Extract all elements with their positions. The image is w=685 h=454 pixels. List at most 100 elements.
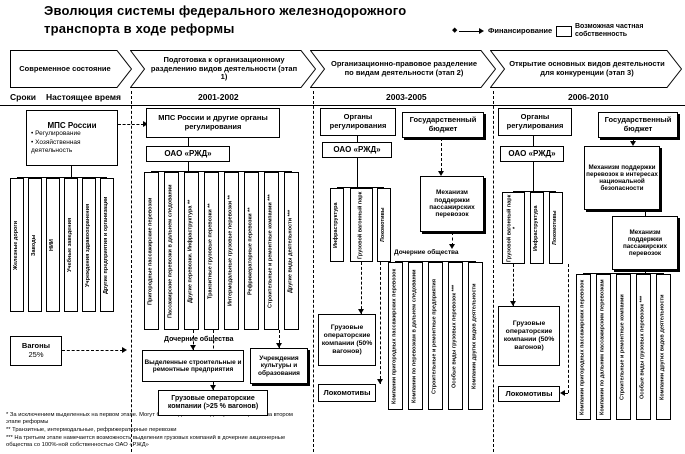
arrow-down-icon bbox=[449, 244, 455, 249]
connector-line bbox=[188, 162, 189, 171]
period-2006-2010: 2006-2010 bbox=[568, 92, 609, 102]
c3-vbox-special-freight: Особые виды грузовых перевозок *** bbox=[448, 262, 463, 410]
c2-vbox-other-activities: Другие виды деятельности *** bbox=[284, 172, 299, 330]
connector-dashed bbox=[645, 270, 646, 273]
period-2003-2005: 2003-2005 bbox=[386, 92, 427, 102]
connector-dashed bbox=[564, 393, 568, 394]
stage-banner-4: Открытие основных видов деятельности для… bbox=[490, 50, 682, 88]
connector-dashed bbox=[645, 210, 646, 216]
c4-box-locomotives: Локомотивы bbox=[498, 386, 560, 402]
connector-line bbox=[151, 171, 292, 172]
c2-vbox-transit-freight: Транзитные грузовые перевозки ** bbox=[204, 172, 219, 330]
stage-1-label: Современное состояние bbox=[19, 63, 111, 73]
column-separator bbox=[493, 91, 494, 452]
c3-box-state-budget: Государственный бюджет bbox=[402, 112, 484, 138]
c2-vbox-longdistance-passenger: Пассажирские перевозки в дальнем следова… bbox=[164, 172, 179, 330]
connector-line bbox=[533, 136, 534, 146]
diamond-icon: ◆ bbox=[452, 27, 458, 34]
c1-vbox-other-enterprises: Другие предприятия и организации bbox=[100, 178, 114, 312]
column-separator bbox=[313, 91, 314, 452]
page-title: Эволюция системы федерального железнодор… bbox=[44, 3, 407, 37]
c2-box-regulator: МПС России и другие органы регулирования bbox=[146, 108, 280, 138]
stage-arrow-shape bbox=[490, 50, 682, 88]
c4-vbox-special-freight: Особые виды грузовых перевозок *** bbox=[636, 274, 651, 420]
arrow-down-icon bbox=[190, 345, 196, 350]
c3-subsidiaries-label: Дочерние общества bbox=[394, 249, 459, 256]
wagons-value: 25% bbox=[28, 350, 44, 359]
footnote-3: *** На третьем этапе намечается возможно… bbox=[6, 434, 286, 448]
legend-private-label: Возможная частная собственность bbox=[575, 23, 644, 39]
arrow-down-icon bbox=[630, 141, 636, 146]
stage-banner-3: Организационно-правовое разделение по ви… bbox=[310, 50, 496, 88]
connector-line bbox=[188, 138, 189, 146]
connector-line bbox=[533, 162, 534, 191]
connector-dashed bbox=[62, 350, 123, 351]
c3-box-freight-operators: Грузовые операторские компании (50% ваго… bbox=[318, 314, 376, 366]
stage-banner-1: Современное состояние bbox=[10, 50, 132, 88]
connector-line bbox=[395, 261, 476, 262]
c3-box-locomotives: Локомотивы bbox=[318, 384, 376, 402]
c1-vbox-educational-institutions: Учебные заведения bbox=[64, 178, 78, 312]
period-2001-2002: 2001-2002 bbox=[198, 92, 239, 102]
connector-dashed bbox=[118, 124, 144, 125]
c1-vbox-research-institutes: НИИ bbox=[46, 178, 60, 312]
stage-arrow-shape bbox=[130, 50, 316, 88]
c3-box-passenger-support: Механизм поддержки пассажирских перевозо… bbox=[420, 176, 484, 232]
c4-box-passenger-support: Механизм поддержки пассажирских перевозо… bbox=[612, 216, 678, 270]
arrow-down-icon bbox=[377, 379, 383, 384]
c3-box-regulator: Органы регулирования bbox=[320, 108, 396, 136]
connector-line bbox=[337, 187, 384, 188]
c3-vbox-locomotives: Локомотивы bbox=[377, 188, 391, 262]
c2-vbox-refrigerated: Рефрижераторные перевозки ** bbox=[244, 172, 259, 330]
connector-line bbox=[357, 136, 358, 142]
c1-vbox-factories: Заводы bbox=[28, 178, 42, 312]
c4-vbox-other-activity-companies: Компании других видов деятельности bbox=[656, 274, 671, 420]
connector-line bbox=[357, 158, 358, 187]
mps-bullet-regulation: Регулирование bbox=[31, 130, 116, 138]
c3-vbox-infrastructure: Инфраструктура bbox=[330, 188, 344, 262]
connector-dashed bbox=[441, 138, 442, 171]
c4-vbox-infrastructure: Инфраструктура bbox=[530, 192, 544, 264]
stage-arrow-shape bbox=[10, 50, 132, 88]
timeline-underline bbox=[0, 105, 685, 106]
c2-box-culture-education: Учреждения культуры и образования bbox=[250, 348, 308, 384]
arrow-down-icon bbox=[276, 343, 282, 348]
c4-vbox-longdistance-companies: Компании по дальним пассажирским перевоз… bbox=[596, 274, 611, 420]
c3-box-rzd: ОАО «РЖД» bbox=[322, 142, 392, 158]
period-present: Настоящее время bbox=[46, 92, 121, 102]
arrow-right-icon bbox=[122, 347, 127, 353]
legend-financing-label: Финансирование bbox=[488, 26, 553, 35]
footnote-1: * За исключением выделенных на первом эт… bbox=[6, 412, 293, 425]
c2-subsidiaries-label: Дочерние общества bbox=[164, 336, 234, 343]
connector-dashed bbox=[633, 137, 634, 142]
wagons-label: Вагоны bbox=[21, 341, 51, 351]
connector-line bbox=[71, 166, 72, 177]
connector-dashed bbox=[279, 330, 280, 348]
c4-box-freight-operators: Грузовые операторские компании (50% ваго… bbox=[498, 306, 560, 366]
c4-vbox-freight-wagon-fleet: Грузовой вагонный парк * bbox=[502, 192, 525, 264]
timeline-label: Сроки bbox=[10, 92, 37, 102]
c4-vbox-suburban-companies: Компании пригородных пассажирских перево… bbox=[576, 274, 591, 420]
arrow-down-icon bbox=[358, 309, 364, 314]
c1-vbox-healthcare-institutions: Учреждения здравоохранения bbox=[82, 178, 96, 312]
c4-box-state-budget: Государственный бюджет bbox=[598, 112, 678, 138]
connector-line bbox=[513, 191, 556, 192]
connector-line bbox=[583, 273, 664, 274]
arrow-down-icon bbox=[210, 385, 216, 390]
c4-box-security-support: Механизм поддержки перевозок в интересах… bbox=[584, 146, 660, 210]
c2-box-rzd: ОАО «РЖД» bbox=[146, 146, 230, 162]
arrow-right-icon bbox=[479, 28, 484, 34]
c3-vbox-freight-wagon-fleet: Грузовой вагонный парк bbox=[350, 188, 373, 262]
box-mps-russia: МПС России Регулирование Хозяйственная д… bbox=[26, 110, 118, 166]
stage-3-label: Организационно-правовое разделение по ви… bbox=[331, 59, 477, 77]
footnote-2: ** Транзитные, интермодальные, рефрижера… bbox=[6, 426, 177, 433]
c2-vbox-intermodal-freight: Интермодальные грузовые перевозки ** bbox=[224, 172, 239, 330]
c3-vbox-longdistance-companies: Компании по перевозкам в дальнем следова… bbox=[408, 262, 423, 410]
c2-vbox-construction-repair: Строительные и ремонтные компании *** bbox=[264, 172, 279, 330]
c3-vbox-construction-enterprises: Строительные и ремонтные предприятия bbox=[428, 262, 443, 410]
c3-vbox-other-activity-companies: Компании других видов деятельности bbox=[468, 262, 483, 410]
mps-title: МПС России bbox=[47, 121, 97, 131]
legend-financing-line bbox=[459, 31, 479, 32]
c2-vbox-other-infrastructure: Другие перевозки. Инфраструктура ** bbox=[184, 172, 199, 330]
